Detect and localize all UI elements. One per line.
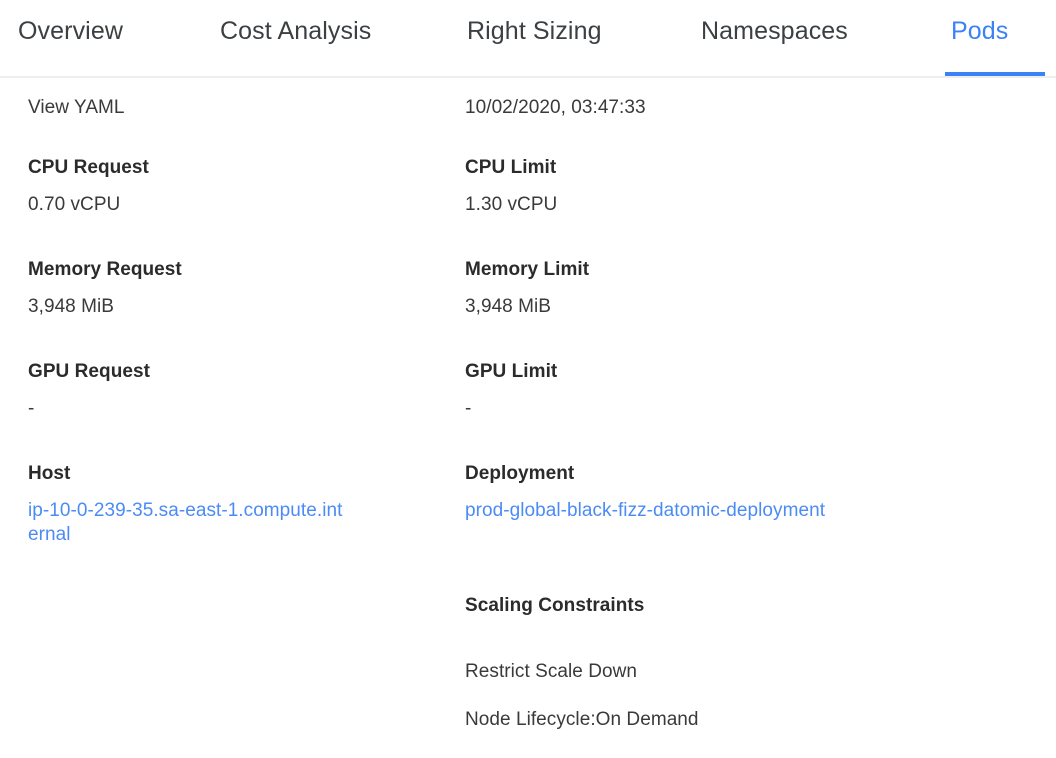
deployment-label: Deployment xyxy=(465,463,575,484)
pod-detail-panel: View YAML CPU Request 0.70 vCPU Memory R… xyxy=(0,96,1056,758)
host-label: Host xyxy=(28,463,71,484)
tab-pods[interactable]: Pods xyxy=(912,0,1056,76)
host-field: Host ip-10-0-239-35.sa-east-1.compute.in… xyxy=(28,464,448,548)
deployment-link[interactable]: prod-global-black-fizz-datomic-deploymen… xyxy=(465,500,826,521)
cpu-limit-value: 1.30 vCPU xyxy=(465,194,558,215)
gpu-limit-field: GPU Limit - xyxy=(465,362,885,421)
tab-cost-analysis[interactable]: Cost Analysis xyxy=(200,0,445,76)
tab-namespaces[interactable]: Namespaces xyxy=(677,0,912,76)
memory-request-value: 3,948 MiB xyxy=(28,296,114,317)
cpu-limit-field: CPU Limit 1.30 vCPU xyxy=(465,158,885,217)
memory-limit-label: Memory Limit xyxy=(465,259,590,280)
memory-limit-value: 3,948 MiB xyxy=(465,296,551,317)
host-link[interactable]: ip-10-0-239-35.sa-east-1.compute.interna… xyxy=(28,500,343,546)
tab-bar: Overview Cost Analysis Right Sizing Name… xyxy=(0,0,1056,78)
scaling-constraints-field: Scaling Constraints xyxy=(465,596,885,615)
memory-request-label: Memory Request xyxy=(28,259,182,280)
timestamp-field: 10/02/2020, 03:47:33 xyxy=(465,96,885,120)
cpu-limit-label: CPU Limit xyxy=(465,157,557,178)
gpu-limit-value: - xyxy=(465,398,472,419)
gpu-request-label: GPU Request xyxy=(28,361,150,382)
tab-overview[interactable]: Overview xyxy=(0,0,200,76)
active-tab-indicator xyxy=(945,72,1045,76)
deployment-field: Deployment prod-global-black-fizz-datomi… xyxy=(465,464,885,523)
view-yaml-link[interactable]: View YAML xyxy=(28,97,125,118)
gpu-limit-label: GPU Limit xyxy=(465,361,558,382)
tab-label: Right Sizing xyxy=(467,17,602,45)
timestamp-value: 10/02/2020, 03:47:33 xyxy=(465,97,646,118)
restrict-scale-down-text: Restrict Scale Down xyxy=(465,661,638,682)
tab-right-sizing[interactable]: Right Sizing xyxy=(445,0,677,76)
tab-label: Cost Analysis xyxy=(220,17,372,45)
node-lifecycle-text: Node Lifecycle:On Demand xyxy=(465,709,699,730)
scaling-constraints-label: Scaling Constraints xyxy=(465,595,645,616)
gpu-request-value: - xyxy=(28,398,35,419)
gpu-request-field: GPU Request - xyxy=(28,362,448,421)
tab-label: Namespaces xyxy=(701,17,848,45)
memory-limit-field: Memory Limit 3,948 MiB xyxy=(465,260,885,319)
tab-list: Overview Cost Analysis Right Sizing Name… xyxy=(0,0,1056,76)
scaling-constraint-item: Node Lifecycle:On Demand xyxy=(465,708,885,732)
cpu-request-label: CPU Request xyxy=(28,157,149,178)
cpu-request-value: 0.70 vCPU xyxy=(28,194,121,215)
tab-label: Pods xyxy=(951,17,1009,45)
tab-label: Overview xyxy=(18,17,123,45)
scaling-constraint-item: Restrict Scale Down xyxy=(465,660,885,684)
view-yaml-field: View YAML xyxy=(28,96,448,120)
cpu-request-field: CPU Request 0.70 vCPU xyxy=(28,158,448,217)
memory-request-field: Memory Request 3,948 MiB xyxy=(28,260,448,319)
